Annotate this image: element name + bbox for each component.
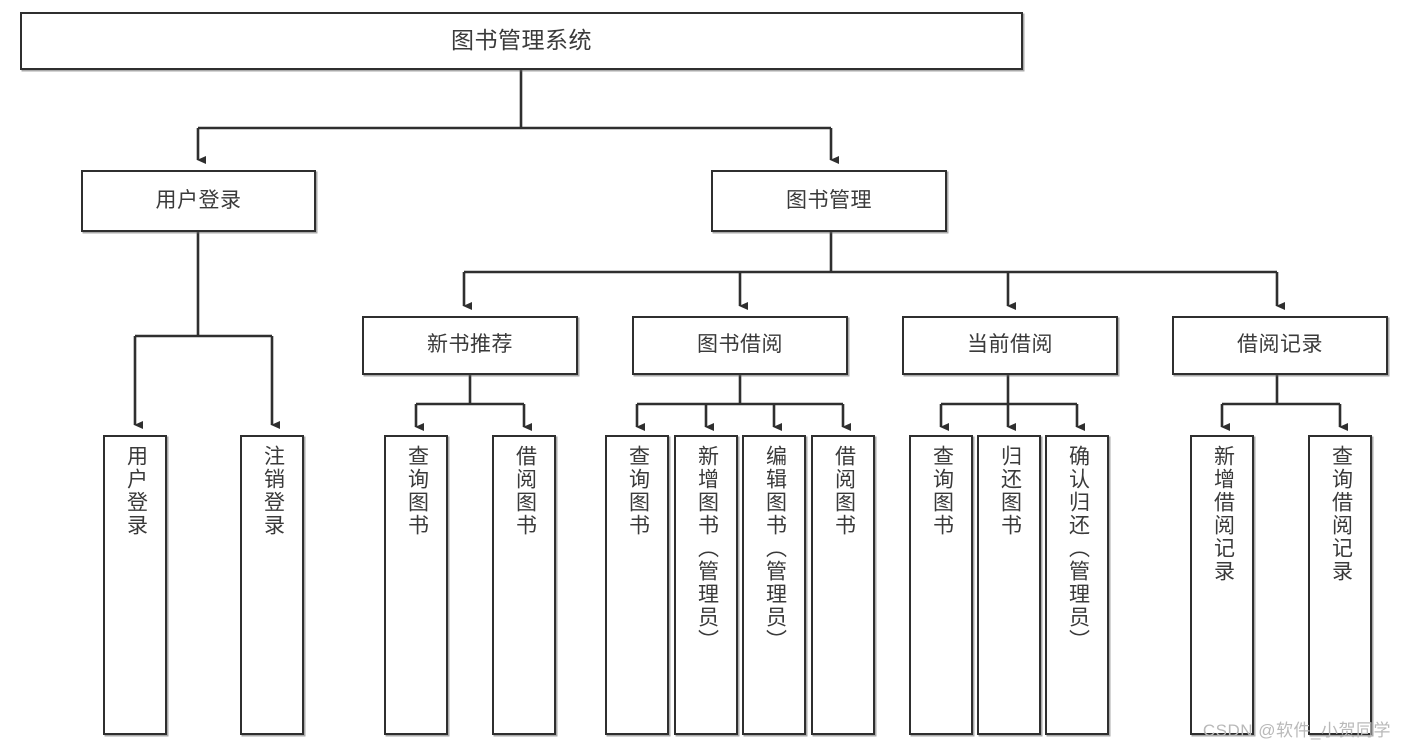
node-book-borrowing[interactable]: 图书借阅 <box>632 316 848 375</box>
node-label: 查询借阅记录 <box>1329 445 1353 583</box>
node-label: 用户登录 <box>124 445 148 537</box>
node-label: 用户登录 <box>155 188 242 212</box>
leaf-current-query-books[interactable]: 查询图书 <box>909 435 973 735</box>
leaf-borrow-add-book-admin[interactable]: 新增图书（管理员） <box>674 435 738 735</box>
leaf-borrow-edit-book-admin[interactable]: 编辑图书（管理员） <box>742 435 806 735</box>
leaf-current-return-books[interactable]: 归还图书 <box>977 435 1041 735</box>
leaf-borrow-query-books[interactable]: 查询图书 <box>605 435 669 735</box>
node-label: 确认归还（管理员） <box>1066 445 1090 652</box>
node-root-book-management-system[interactable]: 图书管理系统 <box>20 12 1023 70</box>
leaf-current-confirm-return-admin[interactable]: 确认归还（管理员） <box>1045 435 1109 735</box>
node-new-book-recommendation[interactable]: 新书推荐 <box>362 316 578 375</box>
node-label: 查询图书 <box>405 445 429 537</box>
node-label: 新增借阅记录 <box>1211 445 1235 583</box>
node-borrow-records[interactable]: 借阅记录 <box>1172 316 1388 375</box>
node-label: 新增图书（管理员） <box>695 445 719 652</box>
leaf-logout[interactable]: 注销登录 <box>240 435 304 735</box>
node-label: 图书管理系统 <box>451 27 592 54</box>
node-label: 借阅记录 <box>1237 333 1323 357</box>
node-current-borrowing[interactable]: 当前借阅 <box>902 316 1118 375</box>
leaf-record-add-borrow-record[interactable]: 新增借阅记录 <box>1190 435 1254 735</box>
node-label: 图书管理 <box>786 188 872 212</box>
leaf-newbook-borrow-books[interactable]: 借阅图书 <box>492 435 556 735</box>
leaf-borrow-lend-book[interactable]: 借阅图书 <box>811 435 875 735</box>
node-label: 查询图书 <box>626 445 650 537</box>
node-label: 编辑图书（管理员） <box>763 445 787 652</box>
leaf-newbook-query-books[interactable]: 查询图书 <box>384 435 448 735</box>
node-label: 图书借阅 <box>697 333 783 357</box>
node-label: 归还图书 <box>998 445 1022 537</box>
leaf-record-query-borrow-record[interactable]: 查询借阅记录 <box>1308 435 1372 735</box>
node-book-management[interactable]: 图书管理 <box>711 170 947 232</box>
node-label: 当前借阅 <box>967 333 1053 357</box>
node-label: 注销登录 <box>261 445 285 537</box>
node-label: 新书推荐 <box>427 333 513 357</box>
node-label: 借阅图书 <box>513 445 537 537</box>
node-user-login[interactable]: 用户登录 <box>81 170 316 232</box>
leaf-user-login[interactable]: 用户登录 <box>103 435 167 735</box>
node-label: 查询图书 <box>930 445 954 537</box>
node-label: 借阅图书 <box>832 445 856 537</box>
